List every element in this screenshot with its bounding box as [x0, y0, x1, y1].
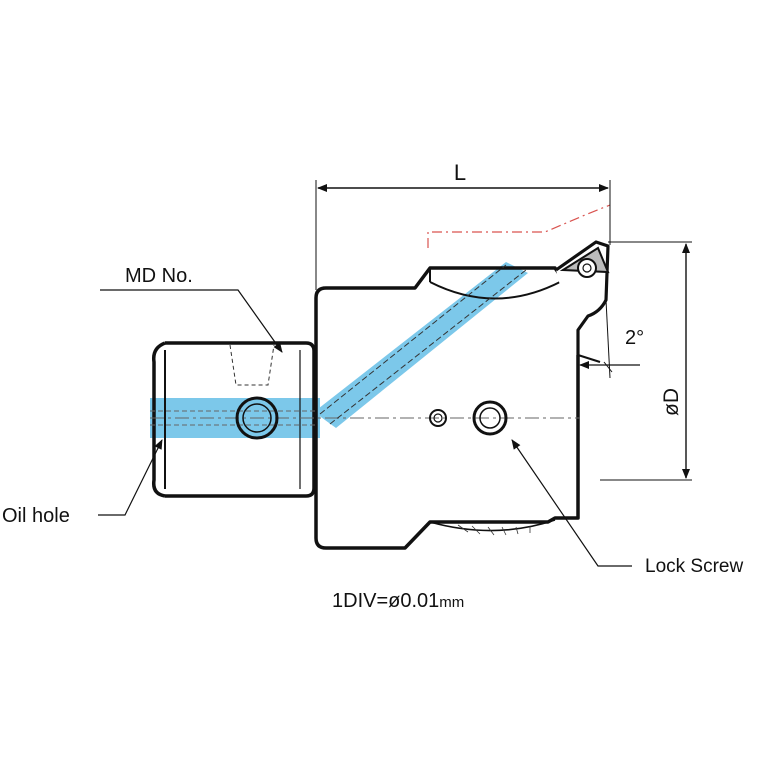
- insert-travel-path: [427, 204, 611, 248]
- label-length: L: [454, 160, 466, 185]
- label-oil-hole: Oil hole: [2, 505, 70, 527]
- scale-main-text: 1DIV=ø0.01: [332, 590, 439, 612]
- label-md-no: MD No.: [125, 265, 193, 287]
- chip-pocket: [429, 281, 561, 536]
- scale-unit-text: mm: [439, 594, 464, 611]
- leader-lock-screw: [511, 439, 632, 567]
- label-diameter: øD: [660, 388, 683, 416]
- small-screw: [429, 409, 447, 427]
- shank: [151, 341, 316, 498]
- dimension-l: [315, 180, 611, 290]
- md-marking-slot: [229, 344, 275, 386]
- label-scale: 1DIV=ø0.01mm: [332, 590, 464, 612]
- leader-md-no: [100, 289, 283, 353]
- cutting-insert: [555, 240, 610, 363]
- centerlines: [150, 264, 580, 426]
- lock-screw: [472, 400, 508, 436]
- label-lock-screw: Lock Screw: [645, 556, 743, 577]
- angle-indicator: [579, 299, 640, 379]
- dimension-od: [600, 241, 692, 481]
- oil-hole-port: [235, 396, 279, 440]
- label-angle: 2°: [625, 327, 644, 349]
- leader-oil-hole: [98, 439, 163, 516]
